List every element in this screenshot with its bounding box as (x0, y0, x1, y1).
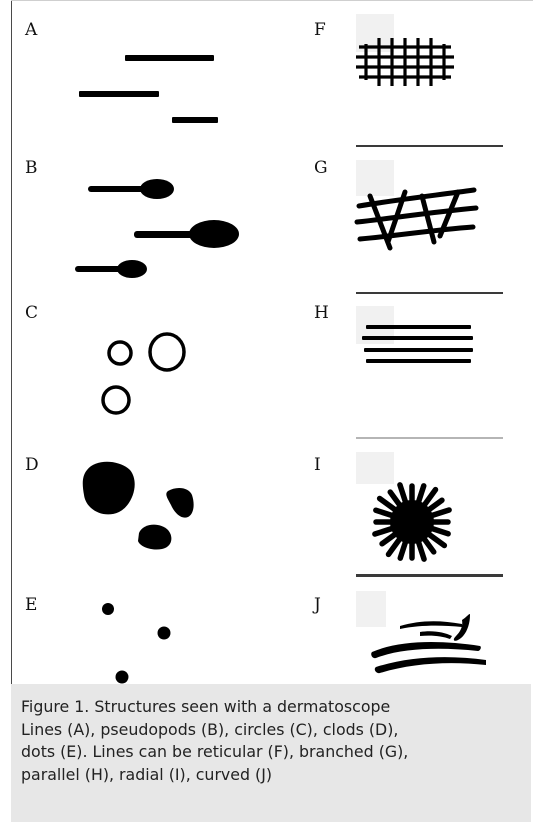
pseudopods-structure-b (75, 179, 239, 278)
caption-line-3: dots (E). Lines can be reticular (F), br… (21, 741, 531, 764)
figure-caption: Figure 1. Structures seen with a dermato… (11, 684, 531, 822)
divider-ij (356, 574, 503, 577)
branched-lines-g (357, 190, 476, 248)
curved-lines-j (371, 614, 486, 673)
divider-hi (356, 437, 503, 439)
radial-lines-i (375, 485, 449, 559)
caption-line-2: Lines (A), pseudopods (B), circles (C), … (21, 719, 531, 742)
divider-gh (356, 292, 503, 294)
parallel-lines-h (362, 325, 473, 363)
reticular-lines-f (356, 38, 454, 86)
caption-line-1: Figure 1. Structures seen with a dermato… (21, 696, 531, 719)
dots-structure-e (102, 603, 171, 684)
lines-structure-a (79, 55, 218, 123)
caption-line-4: parallel (H), radial (I), curved (J) (21, 764, 531, 787)
circles-structure-c (103, 334, 184, 413)
divider-fg (356, 145, 503, 147)
clods-structure-d (83, 462, 194, 550)
